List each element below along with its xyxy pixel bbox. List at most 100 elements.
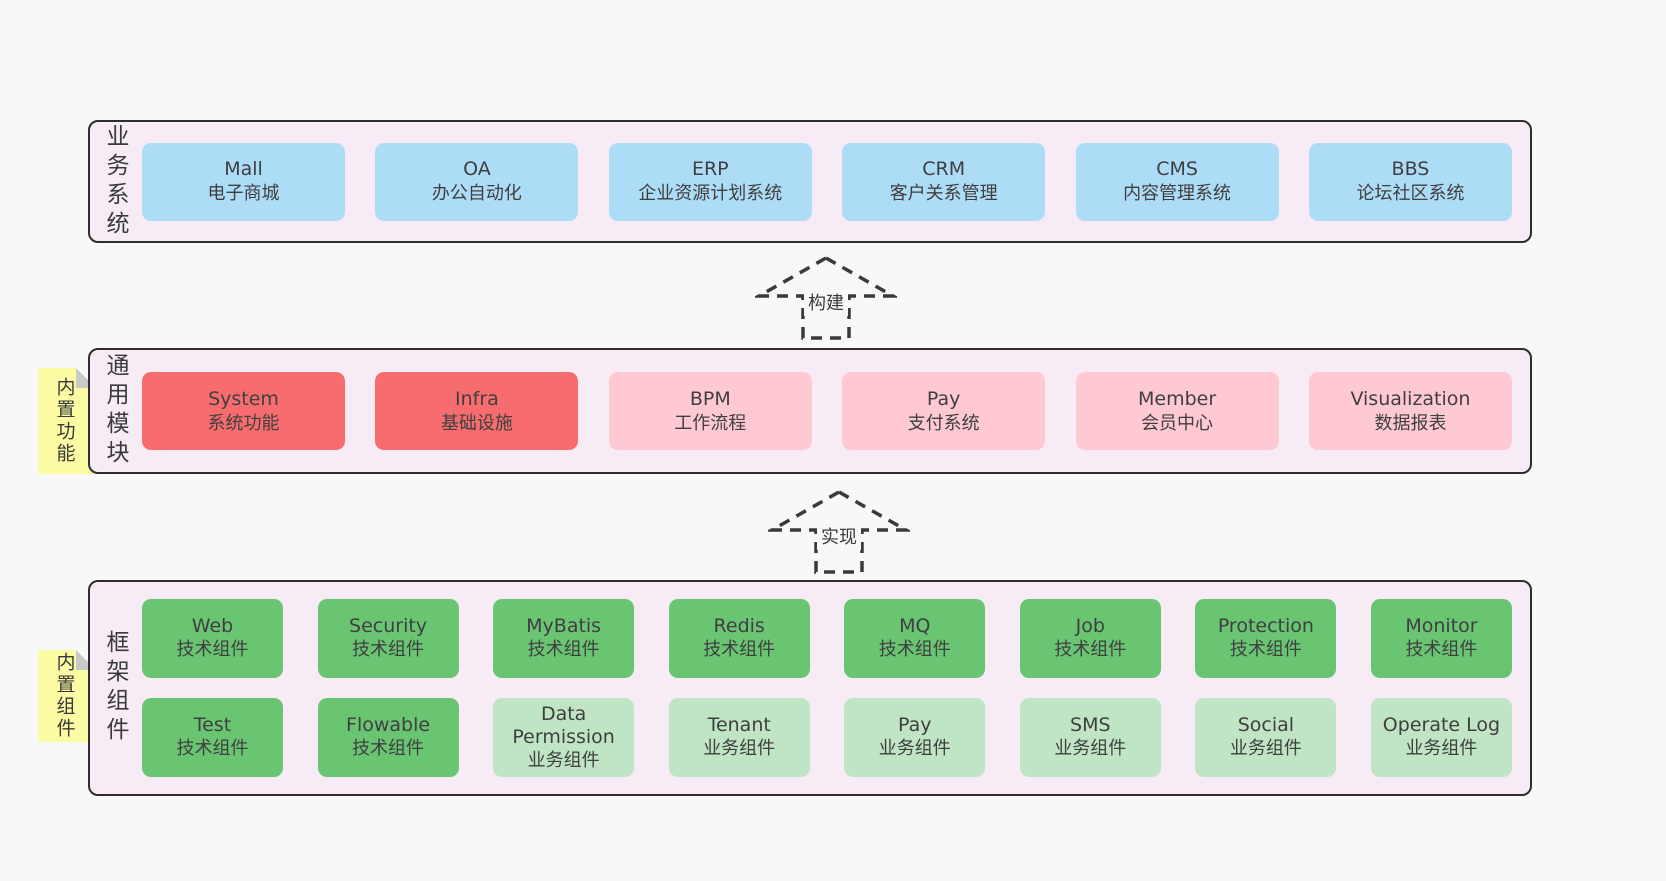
box-flowable: Flowable 技术组件	[317, 698, 459, 777]
up-block-arrow-icon	[768, 489, 910, 574]
box-title: BBS	[1391, 158, 1430, 181]
box-cms: CMS 内容管理系统	[1075, 142, 1279, 221]
box-subtitle: 技术组件	[1229, 639, 1302, 661]
box-title: Protection	[1217, 615, 1314, 638]
components-row-1: Web 技术组件 Security 技术组件 MyBatis 技术组件 Redi…	[142, 599, 1512, 678]
box-subtitle: 办公自动化	[431, 183, 522, 205]
box-title: MyBatis	[526, 615, 602, 638]
implement-arrow-icon: 实现	[768, 488, 910, 576]
box-title: Pay	[926, 387, 961, 410]
box-subtitle: 技术组件	[1405, 639, 1478, 661]
band-common-modules: 通用模块 System 系统功能 Infra 基础设施 BPM 工作流程 Pay…	[88, 348, 1532, 474]
box-title: CMS	[1156, 158, 1198, 181]
box-title: System	[208, 387, 279, 410]
box-title: Data Permission	[512, 702, 615, 749]
implement-arrow-label: 实现	[817, 522, 861, 550]
box-title: Tenant	[707, 714, 771, 737]
box-title: Job	[1075, 615, 1105, 638]
box-title: Mall	[224, 158, 263, 181]
box-operate-log: Operate Log 业务组件	[1370, 698, 1512, 777]
box-oa: OA 办公自动化	[375, 142, 579, 221]
box-subtitle: 技术组件	[352, 639, 425, 661]
box-visualization: Visualization 数据报表	[1308, 372, 1512, 450]
box-title: Redis	[713, 615, 765, 638]
box-mybatis: MyBatis 技术组件	[493, 599, 635, 678]
band-content-components: Web 技术组件 Security 技术组件 MyBatis 技术组件 Redi…	[126, 599, 1530, 777]
box-subtitle: 会员中心	[1141, 412, 1214, 434]
box-title: MQ	[899, 615, 931, 638]
band-label-business: 业务系统	[102, 123, 128, 240]
box-title: ERP	[691, 158, 729, 181]
band-framework-components: 框架组件 Web 技术组件 Security 技术组件 MyBatis 技术组件…	[88, 580, 1532, 796]
box-system: System 系统功能	[142, 372, 345, 450]
box-subtitle: 技术组件	[176, 639, 249, 661]
box-subtitle: 技术组件	[352, 738, 425, 760]
box-member: Member 会员中心	[1075, 372, 1279, 450]
box-title: OA	[463, 158, 491, 181]
box-title: Web	[191, 615, 234, 638]
box-crm: CRM 客户关系管理	[842, 142, 1046, 221]
box-monitor: Monitor 技术组件	[1370, 599, 1512, 678]
components-row-2: Test 技术组件 Flowable 技术组件 Data Permission …	[142, 698, 1512, 777]
box-subtitle: 系统功能	[207, 412, 280, 434]
box-subtitle: 支付系统	[907, 412, 980, 434]
band-label-modules: 通用模块	[102, 353, 128, 469]
box-subtitle: 业务组件	[1405, 738, 1478, 760]
box-title: Security	[349, 615, 428, 638]
build-arrow-label: 构建	[804, 288, 848, 316]
box-title: SMS	[1070, 714, 1111, 737]
box-subtitle: 客户关系管理	[889, 183, 998, 205]
sticky-note-label: 内置功能	[53, 377, 76, 465]
box-social: Social 业务组件	[1195, 698, 1337, 777]
box-subtitle: 工作流程	[674, 412, 747, 434]
band-content-business: Mall 电子商城 OA 办公自动化 ERP 企业资源计划系统 CRM 客户关系…	[126, 142, 1530, 221]
build-arrow-icon: 构建	[755, 254, 897, 342]
box-subtitle: 业务组件	[527, 750, 600, 771]
box-security: Security 技术组件	[317, 599, 459, 678]
box-subtitle: 业务组件	[1054, 738, 1127, 760]
box-title: Operate Log	[1382, 714, 1501, 737]
band-business-systems: 业务系统 Mall 电子商城 OA 办公自动化 ERP 企业资源计划系统 CRM…	[88, 120, 1532, 243]
box-subtitle: 业务组件	[703, 738, 776, 760]
box-subtitle: 电子商城	[207, 183, 280, 205]
box-sms: SMS 业务组件	[1019, 698, 1161, 777]
box-title: CRM	[922, 158, 966, 181]
box-subtitle: 技术组件	[176, 738, 249, 760]
box-infra: Infra 基础设施	[375, 372, 579, 450]
box-title: Member	[1137, 387, 1217, 410]
box-bpm: BPM 工作流程	[608, 372, 812, 450]
sticky-note-label: 内置组件	[53, 652, 76, 740]
box-title: Visualization	[1350, 387, 1471, 410]
box-subtitle: 技术组件	[878, 639, 951, 661]
band-label-components: 框架组件	[102, 630, 128, 746]
box-title: Social	[1237, 714, 1295, 737]
box-title: Flowable	[346, 714, 431, 737]
box-bbs: BBS 论坛社区系统	[1308, 142, 1512, 221]
box-title: Infra	[454, 387, 499, 410]
box-subtitle: 技术组件	[527, 639, 600, 661]
box-pay-business: Pay 业务组件	[844, 698, 986, 777]
box-redis: Redis 技术组件	[668, 599, 810, 678]
box-web: Web 技术组件	[142, 599, 283, 678]
box-subtitle: 论坛社区系统	[1356, 183, 1465, 205]
box-data-permission: Data Permission 业务组件	[493, 698, 635, 777]
band-content-modules: System 系统功能 Infra 基础设施 BPM 工作流程 Pay 支付系统…	[126, 372, 1530, 450]
box-subtitle: 基础设施	[440, 412, 513, 434]
up-block-arrow-icon	[755, 255, 897, 340]
box-title: Test	[193, 714, 232, 737]
box-subtitle: 业务组件	[878, 738, 951, 760]
box-subtitle: 技术组件	[703, 639, 776, 661]
box-job: Job 技术组件	[1019, 599, 1161, 678]
box-mq: MQ 技术组件	[844, 599, 986, 678]
box-mall: Mall 电子商城	[142, 142, 345, 221]
box-pay: Pay 支付系统	[842, 372, 1046, 450]
box-test: Test 技术组件	[142, 698, 283, 777]
box-protection: Protection 技术组件	[1195, 599, 1337, 678]
box-subtitle: 数据报表	[1374, 412, 1447, 434]
box-title: Monitor	[1405, 615, 1478, 638]
box-erp: ERP 企业资源计划系统	[608, 142, 812, 221]
box-subtitle: 内容管理系统	[1123, 183, 1232, 205]
box-title: BPM	[689, 387, 731, 410]
box-subtitle: 企业资源计划系统	[638, 183, 783, 205]
